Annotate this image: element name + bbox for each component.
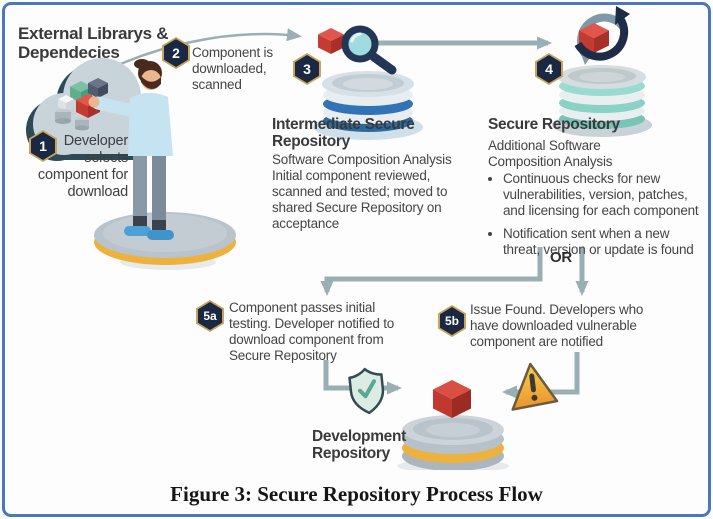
step4-bullets: Continuous checks for new vulnerabilitie… <box>488 171 706 265</box>
magnifier-icon <box>341 25 397 75</box>
refresh-icon <box>574 6 630 65</box>
external-libraries-title: External Librarys & Dependecies <box>18 24 169 62</box>
figure-caption: Figure 3: Secure Repository Process Flow <box>170 482 543 506</box>
process-flow-canvas <box>26 6 652 470</box>
developer-figure <box>88 59 236 270</box>
step4-title: Secure Repository <box>488 116 620 133</box>
step4-subtitle: Additional Software Composition Analysis <box>488 138 613 169</box>
secure-repo-icon <box>552 65 652 137</box>
component-cube-devrepo <box>433 380 471 418</box>
step3-body: Software Composition Analysis Initial co… <box>272 152 452 231</box>
development-repo-title: Development Repository <box>312 428 407 463</box>
step4-bullet-2: Notification sent when a new threat, ver… <box>503 226 706 258</box>
or-label: OR <box>549 249 573 266</box>
step3-title: Intermediate Secure Repository <box>272 116 415 151</box>
step5b-text: Issue Found. Developers who have downloa… <box>470 302 644 349</box>
component-cubes <box>55 78 108 131</box>
component-cube-step3 <box>318 28 344 54</box>
warning-icon <box>511 362 559 411</box>
step1-text: Developer selects component for download <box>37 133 128 201</box>
step5a-text: Component passes initial testing. Develo… <box>229 300 395 363</box>
step2-text: Component is downloaded, scanned <box>192 45 273 92</box>
step4-bullet-1: Continuous checks for new vulnerabilitie… <box>503 171 706 219</box>
intermediate-repo-icon <box>313 71 423 140</box>
shield-check-icon <box>348 367 385 415</box>
component-cube-step4 <box>579 23 609 53</box>
arrow-step4-to-5a <box>320 247 543 296</box>
development-repo-icon <box>397 380 509 470</box>
